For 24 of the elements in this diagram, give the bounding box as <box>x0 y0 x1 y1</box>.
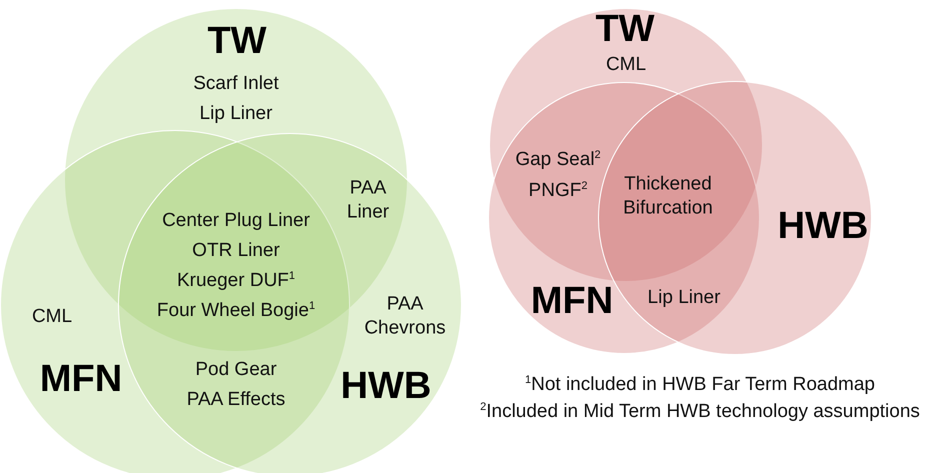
set-title: TW <box>207 22 267 60</box>
footnote: $^{2}$Included in Mid Term HWB technology assumptions <box>480 400 920 424</box>
set-title: MFN <box>40 360 122 398</box>
region-label: PNGF$^{2}$ <box>528 179 588 203</box>
region-label: CML <box>32 305 72 329</box>
region-label: Center Plug Liner <box>162 209 310 233</box>
region-label: Thickened Bifurcation <box>622 172 714 220</box>
set-title: MFN <box>530 282 614 320</box>
region-label: Pod Gear <box>195 358 277 382</box>
region-label: Four Wheel Bogie$^{1}$ <box>156 299 316 323</box>
region-label: Gap Seal$^{2}$ <box>515 148 601 172</box>
region-label: OTR Liner <box>192 239 280 263</box>
region-label: Krueger DUF$^{1}$ <box>176 269 296 293</box>
region-label: CML <box>606 53 646 77</box>
region-label: Lip Liner <box>200 102 272 126</box>
region-label: Lip Liner <box>648 286 720 310</box>
region-label: PAA Effects <box>186 388 286 412</box>
region-label: PAA Chevrons <box>363 292 447 340</box>
region-label: Scarf Inlet <box>193 72 279 96</box>
set-title: HWB <box>778 207 868 245</box>
set-title: HWB <box>340 367 432 405</box>
set-title: TW <box>595 10 655 48</box>
footnote: $^{1}$Not included in HWB Far Term Roadmap <box>524 373 876 397</box>
region-label: PAA Liner <box>346 176 390 224</box>
